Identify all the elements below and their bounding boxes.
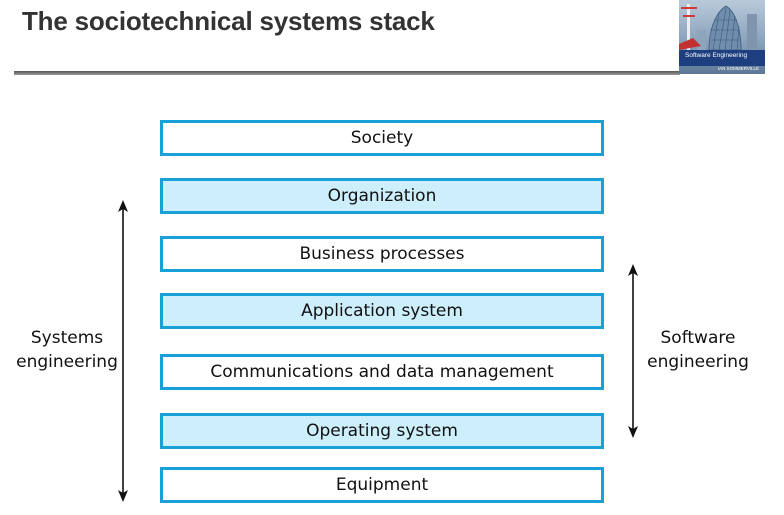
layer-label: Operating system: [306, 421, 458, 441]
systems-engineering-label: Systems engineering: [12, 326, 122, 374]
layer-communications-data-management: Communications and data management: [160, 354, 604, 390]
layer-label: Equipment: [335, 475, 429, 495]
layer-society: Society: [160, 120, 604, 156]
page-title: The sociotechnical systems stack: [22, 6, 435, 36]
layer-label: Application system: [301, 301, 463, 321]
cover-title-band: [679, 50, 765, 66]
software-engineering-line1: Software: [660, 328, 736, 348]
layer-label: Business processes: [299, 244, 465, 264]
cover-skyline-graphic: [679, 4, 757, 51]
layer-application-system: Application system: [160, 293, 604, 329]
cover-title: Software Engineering: [685, 52, 748, 59]
layer-business-processes: Business processes: [160, 236, 604, 272]
systems-engineering-arrow: [118, 200, 128, 502]
software-engineering-line2: engineering: [647, 352, 749, 372]
layer-label: Society: [350, 128, 414, 148]
software-engineering-arrow: [628, 264, 638, 438]
systems-engineering-line1: Systems: [30, 328, 104, 348]
layer-label: Organization: [327, 186, 437, 206]
layer-operating-system: Operating system: [160, 413, 604, 449]
layer-equipment: Equipment: [160, 467, 604, 503]
book-cover-image: Software Engineering IAN SOMMERVILLE: [679, 0, 765, 74]
layer-organization: Organization: [160, 178, 604, 214]
header-divider: [14, 71, 680, 75]
systems-engineering-line2: engineering: [16, 352, 118, 372]
software-engineering-label: Software engineering: [640, 326, 756, 374]
layer-label: Communications and data management: [210, 362, 554, 382]
cover-author: IAN SOMMERVILLE: [717, 66, 759, 71]
